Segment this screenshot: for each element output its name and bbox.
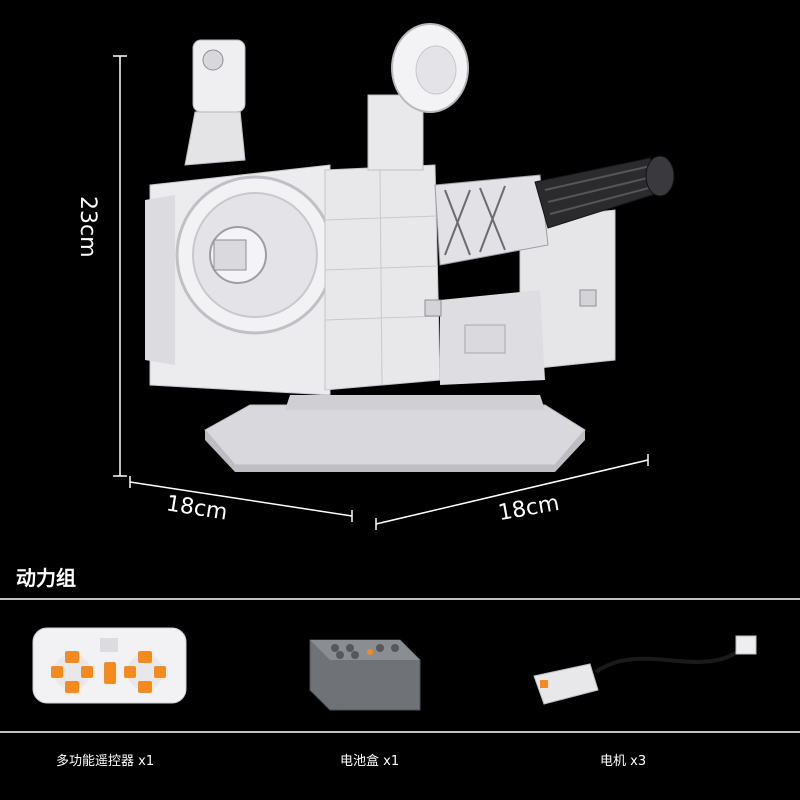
component-label-battery: 电池盒 x1 <box>340 754 400 769</box>
dimension-lines <box>113 55 649 530</box>
battery-box-icon <box>309 639 421 711</box>
dimension-height-label: 23cm <box>75 196 100 258</box>
section-title: 动力组 <box>16 566 76 590</box>
component-label-remote: 多功能遥控器 x1 <box>56 754 155 769</box>
component-label-motor: 电机 x3 <box>600 754 647 769</box>
motor-icon <box>533 635 757 705</box>
turret-model <box>145 23 675 472</box>
remote-control-icon <box>32 627 187 704</box>
